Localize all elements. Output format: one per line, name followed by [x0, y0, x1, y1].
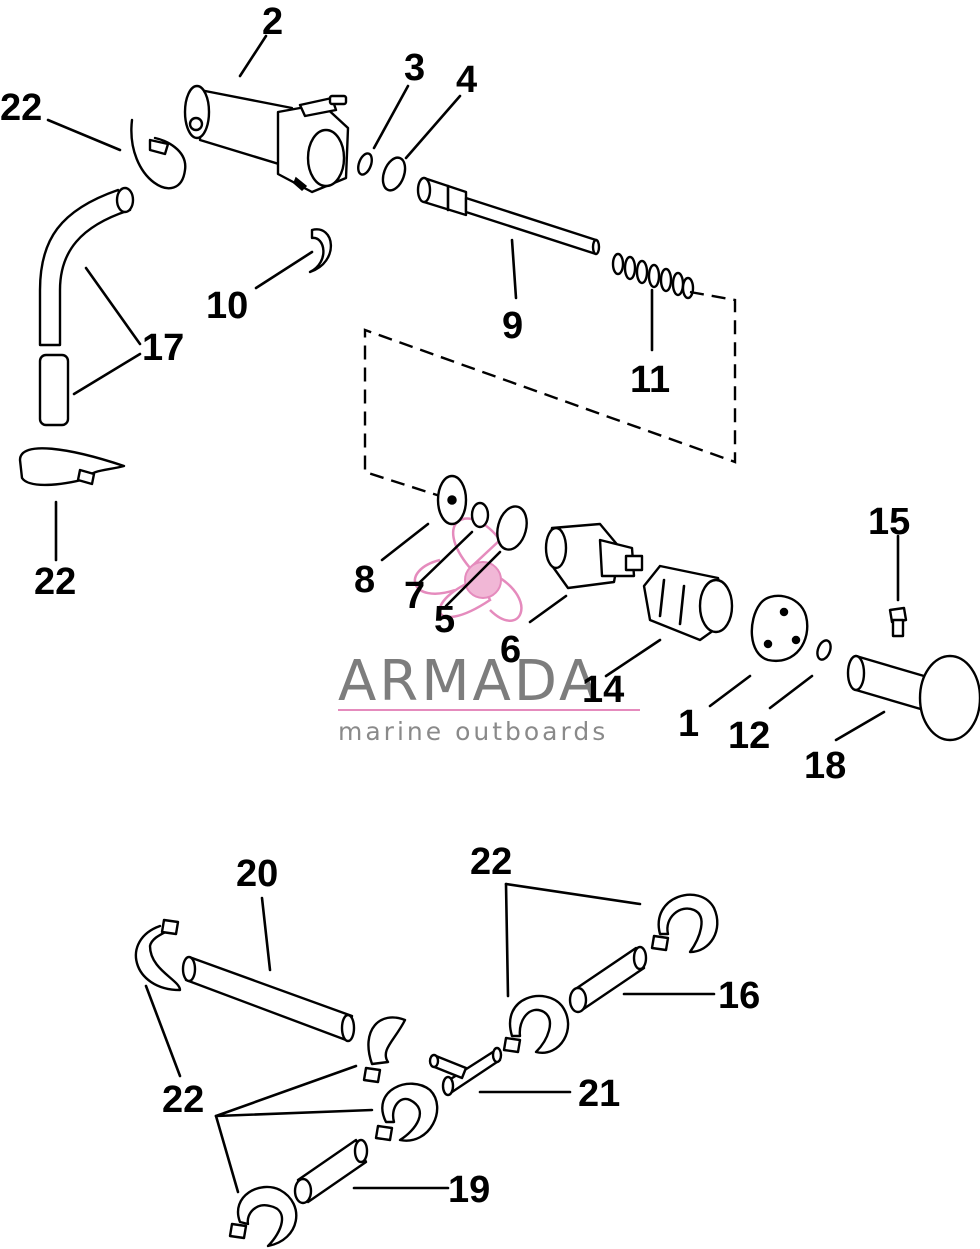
callout-21: 21 — [578, 1073, 620, 1115]
part-2-housing — [183, 84, 350, 194]
part-10-clip — [308, 228, 333, 274]
part-22-clamp-left — [134, 918, 182, 992]
callout-8: 8 — [354, 559, 375, 601]
callout-1: 1 — [678, 703, 699, 745]
callout-10: 10 — [206, 285, 248, 327]
callout-3: 3 — [404, 47, 425, 89]
watermark: ARMADA marine outboards — [338, 517, 640, 746]
part-1-flange — [750, 594, 809, 663]
callout-20: 20 — [236, 853, 278, 895]
callout-22-bottom: 22 — [162, 1079, 204, 1121]
part-19-hose — [293, 1138, 369, 1205]
part-5-o-ring — [496, 505, 528, 551]
callout-7: 7 — [404, 575, 425, 617]
part-22-clamp-mid — [362, 1016, 407, 1084]
part-4-o-ring — [381, 156, 407, 192]
callout-6: 6 — [500, 629, 521, 671]
callout-15: 15 — [868, 501, 910, 543]
callout-14: 14 — [582, 669, 624, 711]
callout-labels: 2 3 4 22 10 9 11 17 22 8 7 5 6 14 1 12 1… — [0, 1, 910, 1211]
watermark-brand: ARMADA — [338, 649, 600, 714]
part-15-screw — [888, 606, 908, 638]
part-17-hose — [38, 186, 135, 427]
part-12-o-ring — [816, 639, 832, 661]
part-11-spring — [611, 252, 695, 300]
part-20-hose — [181, 955, 356, 1043]
assembly-dashed-guide — [363, 290, 737, 498]
part-22-clamp-right-top — [650, 893, 719, 954]
part-22-clamp-lower — [18, 447, 126, 487]
callout-19: 19 — [448, 1169, 490, 1211]
callout-9: 9 — [502, 305, 523, 347]
callout-2: 2 — [262, 1, 283, 43]
watermark-tagline: marine outboards — [338, 717, 608, 746]
callout-22-top: 22 — [0, 87, 42, 129]
callout-17: 17 — [142, 327, 184, 369]
callout-4: 4 — [456, 59, 477, 101]
propeller-icon — [413, 517, 523, 622]
callout-11: 11 — [630, 359, 670, 401]
part-21-tee-fitting — [428, 1046, 503, 1097]
callout-5: 5 — [434, 599, 455, 641]
part-22-clamp-upper — [130, 118, 187, 190]
callout-22-right: 22 — [470, 841, 512, 883]
part-8-washer — [436, 474, 468, 526]
callout-12: 12 — [728, 715, 770, 757]
callout-18: 18 — [804, 745, 846, 787]
part-3-o-ring — [357, 152, 373, 176]
leader-lines — [46, 34, 900, 1194]
part-22-clamp-right-mid — [502, 994, 570, 1054]
callout-16: 16 — [718, 975, 760, 1017]
part-22-clamp-lower-mid — [374, 1082, 439, 1142]
part-18-knob — [846, 654, 980, 742]
part-22-clamp-bottom — [228, 1185, 298, 1248]
part-6-valve-body — [544, 522, 644, 590]
part-7-o-ring — [470, 501, 490, 529]
part-16-hose — [568, 945, 648, 1014]
part-14-cylinder — [642, 564, 734, 642]
callout-22-left: 22 — [34, 561, 76, 603]
part-9-shaft — [416, 176, 601, 256]
